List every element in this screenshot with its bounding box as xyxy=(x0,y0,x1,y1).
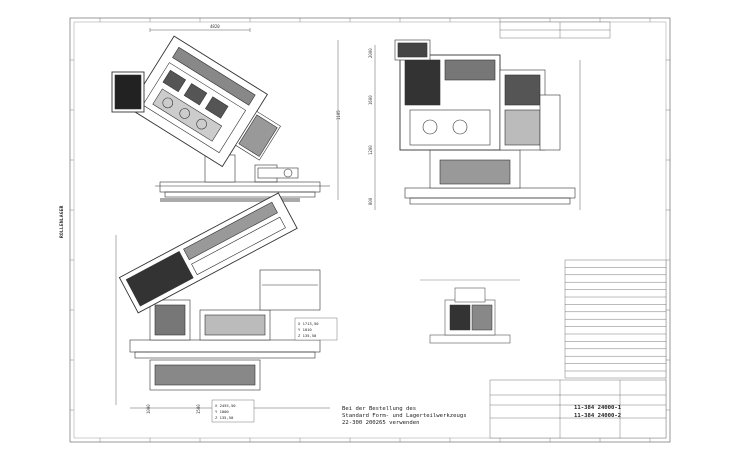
assembly-detail-view xyxy=(420,279,520,344)
order-note-line-3: 22-300 200265 verwenden xyxy=(342,420,420,426)
assembly-view-bottom-left xyxy=(115,192,330,409)
coord-x: X 1713,50 xyxy=(298,321,319,326)
assembly-view-top-right xyxy=(374,39,581,210)
coord-z: Z 135,50 xyxy=(298,333,317,338)
title-block xyxy=(489,259,667,439)
assembly-view-top-left xyxy=(111,28,339,202)
dimension-label: 1500 xyxy=(196,404,201,414)
origin-y: Y 1000 xyxy=(215,409,229,414)
drawing-number-1: 11-384 24000-1 xyxy=(574,405,622,411)
coord-y: Y 1010 xyxy=(298,327,312,332)
origin-z: Z 135,50 xyxy=(215,415,234,420)
drawing-number-2: 11-384 24000-2 xyxy=(574,413,622,419)
drawing-number: 11-384 24000-1 11-384 24000-2 xyxy=(574,404,621,420)
coordinate-box-2: X 2455,50 Y 1000 Z 135,50 xyxy=(211,399,255,423)
coordinate-box-1: X 1713,50 Y 1010 Z 135,50 xyxy=(294,317,338,341)
origin-x: X 2455,50 xyxy=(215,403,236,408)
dimension-label: 800 xyxy=(368,197,373,205)
dimension-label: 1000 xyxy=(146,404,151,414)
order-note: Bei der Bestellung des Standard Form- un… xyxy=(342,406,467,427)
dimension-label: 2000 xyxy=(368,48,373,58)
revision-table xyxy=(499,21,611,39)
dimension-label: 1105 xyxy=(336,110,341,120)
order-note-line-2: Standard Form- und Lagerteilwerkzeugs xyxy=(342,413,467,419)
drawing-frame xyxy=(69,17,671,443)
dimension-label: 1200 xyxy=(368,145,373,155)
frame-ruler-ticks xyxy=(70,18,670,442)
order-note-line-1: Bei der Bestellung des xyxy=(342,406,417,412)
side-label: ROLLENLAGER xyxy=(60,205,65,238)
dimension-label: 4820 xyxy=(210,24,220,29)
dimension-label: 1600 xyxy=(368,95,373,105)
